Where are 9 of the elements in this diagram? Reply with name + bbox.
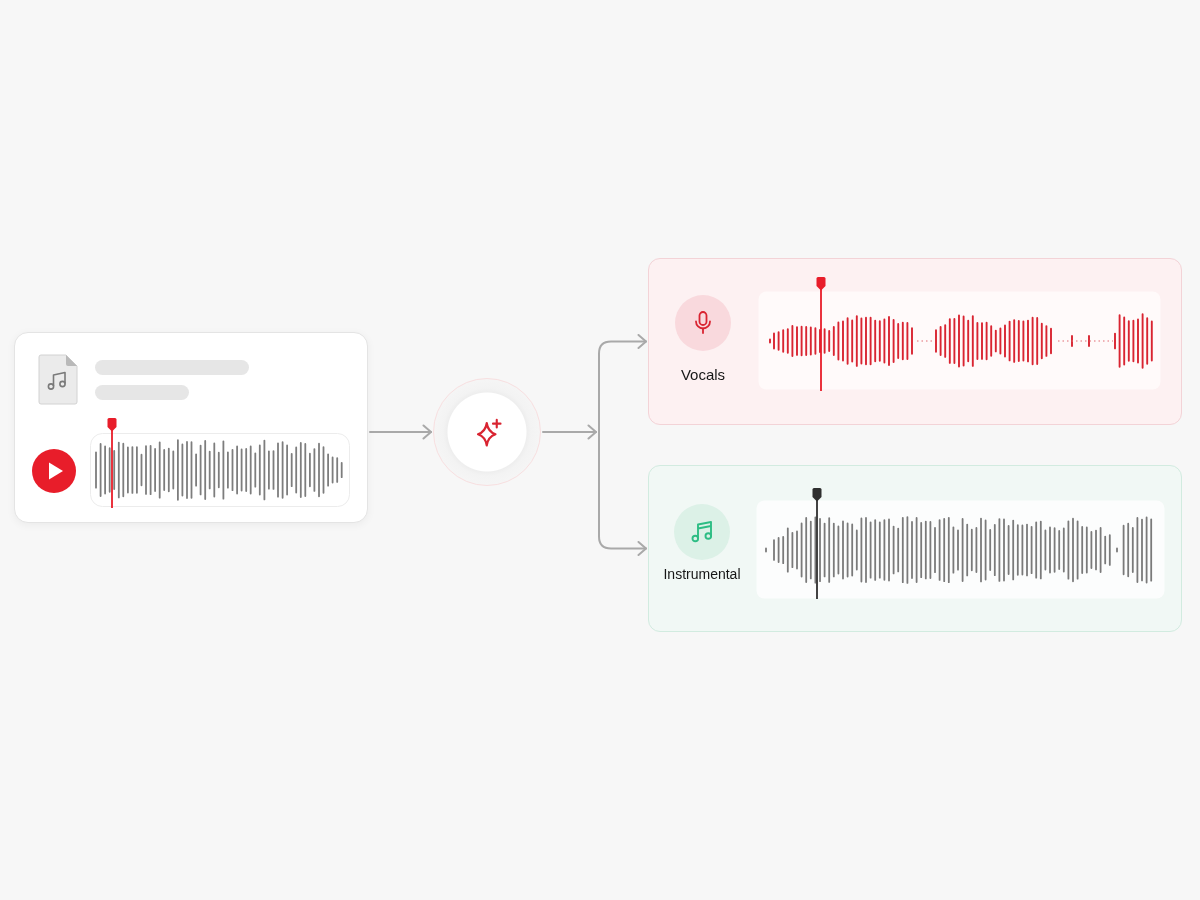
- track-label: Instrumental: [663, 566, 741, 583]
- arrow: [542, 424, 597, 440]
- arrow: [369, 424, 432, 440]
- instrumental-card: [648, 465, 1182, 632]
- vocals-card: [648, 258, 1182, 425]
- track-label: Vocals: [680, 366, 726, 384]
- audio-card: [14, 332, 368, 523]
- arrow: [598, 431, 647, 556]
- arrow: [598, 334, 647, 433]
